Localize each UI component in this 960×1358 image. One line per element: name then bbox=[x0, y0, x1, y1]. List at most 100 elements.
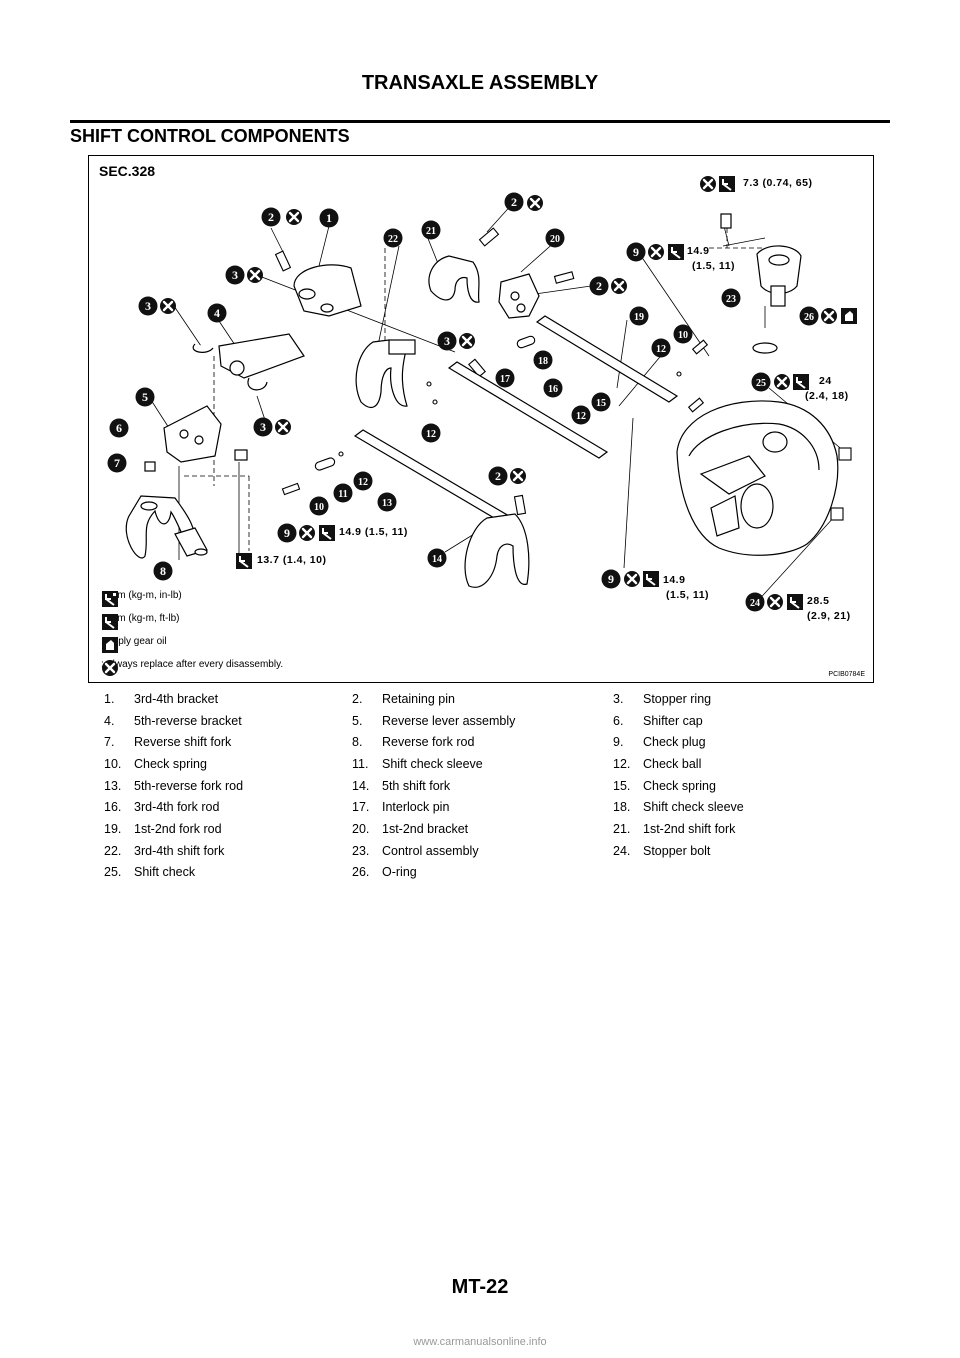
part-entry: 2.Retaining pin bbox=[352, 692, 613, 706]
torque-spec-check-plug-3b: (1.5, 11) bbox=[666, 589, 710, 601]
svg-text:3: 3 bbox=[260, 420, 266, 434]
torque-ftlb-icon bbox=[102, 614, 118, 630]
callout-badge-12: 12 bbox=[571, 405, 591, 425]
part-entry: 24.Stopper bolt bbox=[613, 844, 873, 858]
part-entry: 11.Shift check sleeve bbox=[352, 757, 613, 771]
svg-text:12: 12 bbox=[426, 429, 436, 440]
parts-row: 7.Reverse shift fork 8.Reverse fork rod … bbox=[104, 731, 894, 753]
part-name: 3rd-4th shift fork bbox=[134, 843, 225, 858]
footer-watermark: www.carmanualsonline.info bbox=[413, 1336, 547, 1348]
part-number: 4. bbox=[104, 713, 115, 728]
part-number: 12. bbox=[613, 756, 631, 771]
part-entry: 1. 3rd-4th bracket bbox=[104, 692, 352, 706]
part-name: Retaining pin bbox=[382, 691, 455, 706]
part-name: 3rd-4th bracket bbox=[134, 691, 219, 706]
svg-text:17: 17 bbox=[500, 374, 510, 385]
torque-spec-check-plug-2: 14.9 (1.5, 11) bbox=[339, 526, 408, 538]
part-name: O-ring bbox=[382, 865, 417, 880]
parts-row: 19.1st-2nd fork rod 20.1st-2nd bracket 2… bbox=[104, 818, 894, 840]
part-number: 26. bbox=[352, 865, 370, 880]
part-number: 19. bbox=[104, 821, 122, 836]
svg-text:6: 6 bbox=[116, 421, 122, 435]
torque-spec-shift-check-b: (2.4, 18) bbox=[805, 390, 849, 402]
part-number: 16. bbox=[104, 800, 122, 815]
part-number: 3. bbox=[613, 691, 624, 706]
part-entry: 8.Reverse fork rod bbox=[352, 735, 613, 749]
part-number: 22. bbox=[104, 843, 122, 858]
part-number: 18. bbox=[613, 800, 631, 815]
callout-badge-9: 9 bbox=[601, 569, 621, 589]
part-name: Reverse shift fork bbox=[134, 735, 232, 750]
exploded-view-drawing: 1222233334567899910101112121212131415161… bbox=[107, 174, 857, 612]
callout-badge-17: 17 bbox=[495, 368, 515, 388]
part-name: Shift check bbox=[134, 865, 196, 880]
svg-text:7: 7 bbox=[114, 456, 120, 470]
svg-text:9: 9 bbox=[284, 526, 290, 540]
part-entry: 17. Interlock pin bbox=[352, 800, 613, 814]
part-entry: 14.5th shift fork bbox=[352, 779, 613, 793]
callout-badge-24: 24 bbox=[745, 592, 765, 612]
callout-badge-9: 9 bbox=[277, 523, 297, 543]
part-entry: 12.Check ball bbox=[613, 757, 873, 771]
callout-badge-2: 2 bbox=[261, 207, 281, 227]
part-name: Interlock pin bbox=[382, 800, 450, 815]
legend-torque-inlb: : N•m (kg-m, in-lb) bbox=[101, 590, 182, 607]
part-number: 1. bbox=[104, 691, 115, 706]
parts-row: 25.Shift check 26.O-ring bbox=[104, 862, 894, 884]
part-entry: 26. O-ring bbox=[352, 865, 613, 879]
svg-text:2: 2 bbox=[596, 279, 602, 293]
callout-badge-6: 6 bbox=[109, 418, 129, 438]
part-name: Shifter cap bbox=[643, 713, 703, 728]
part-name: Reverse fork rod bbox=[382, 735, 475, 750]
part-entry: 23.Control assembly bbox=[352, 844, 613, 858]
svg-text:15: 15 bbox=[596, 398, 606, 409]
part-number: 21. bbox=[613, 821, 631, 836]
part-entry: 6.Shifter cap bbox=[613, 714, 873, 728]
callout-badge-2: 2 bbox=[488, 466, 508, 486]
svg-text:10: 10 bbox=[678, 330, 688, 341]
svg-text:11: 11 bbox=[338, 489, 347, 500]
torque-inlb-icon bbox=[102, 591, 118, 607]
svg-text:12: 12 bbox=[656, 344, 666, 355]
callout-badge-19: 19 bbox=[629, 306, 649, 326]
legend-apply-oil: : Apply gear oil bbox=[101, 636, 167, 653]
legend-torque-inlb-text: : N•m (kg-m, in-lb) bbox=[101, 590, 182, 601]
torque-spec-check-plug-3a: 14.9 bbox=[663, 574, 686, 586]
part-entry: 13.5th-reverse fork rod bbox=[104, 779, 352, 793]
torque-spec-check-plug-1b: (1.5, 11) bbox=[692, 260, 736, 272]
part-number: 9. bbox=[613, 735, 624, 750]
svg-text:3: 3 bbox=[444, 334, 450, 348]
svg-text:2: 2 bbox=[495, 469, 501, 483]
callout-badge-3: 3 bbox=[253, 417, 273, 437]
callout-badge-8: 8 bbox=[153, 561, 173, 581]
callout-badge-18: 18 bbox=[533, 350, 553, 370]
part-name: Control assembly bbox=[382, 843, 479, 858]
part-number: 17. bbox=[352, 800, 370, 815]
apply-oil-icon bbox=[102, 637, 118, 653]
svg-text:21: 21 bbox=[426, 226, 436, 237]
part-number: 5. bbox=[352, 713, 363, 728]
svg-text:20: 20 bbox=[550, 234, 560, 245]
parts-row: 4.5th-reverse bracket 5.Reverse lever as… bbox=[104, 710, 894, 732]
part-name: Stopper ring bbox=[643, 691, 712, 706]
part-entry: 5.Reverse lever assembly bbox=[352, 714, 613, 728]
part-name: 1st-2nd fork rod bbox=[134, 821, 222, 836]
svg-text:18: 18 bbox=[538, 356, 548, 367]
svg-text:19: 19 bbox=[634, 312, 644, 323]
part-name: Check plug bbox=[643, 735, 706, 750]
part-number: 11. bbox=[352, 756, 369, 771]
callout-badge-22: 22 bbox=[383, 228, 403, 248]
torque-spec-stopper-bolt-b: (2.9, 21) bbox=[807, 610, 851, 622]
callout-badge-14: 14 bbox=[427, 548, 447, 568]
callout-badge-12: 12 bbox=[651, 338, 671, 358]
part-entry: 9. Check plug bbox=[613, 735, 873, 749]
torque-spec-stopper-bolt-a: 28.5 bbox=[807, 595, 830, 607]
svg-text:13: 13 bbox=[382, 498, 392, 509]
part-entry: 16.3rd-4th fork rod bbox=[104, 800, 352, 814]
svg-text:9: 9 bbox=[633, 245, 639, 259]
torque-spec-control-assembly: 7.3 (0.74, 65) bbox=[743, 177, 813, 189]
part-name: Check spring bbox=[134, 756, 207, 771]
part-entry: 10.Check spring bbox=[104, 757, 352, 771]
parts-row: 16.3rd-4th fork rod 17. Interlock pin 18.… bbox=[104, 796, 894, 818]
callout-badge-21: 21 bbox=[421, 220, 441, 240]
